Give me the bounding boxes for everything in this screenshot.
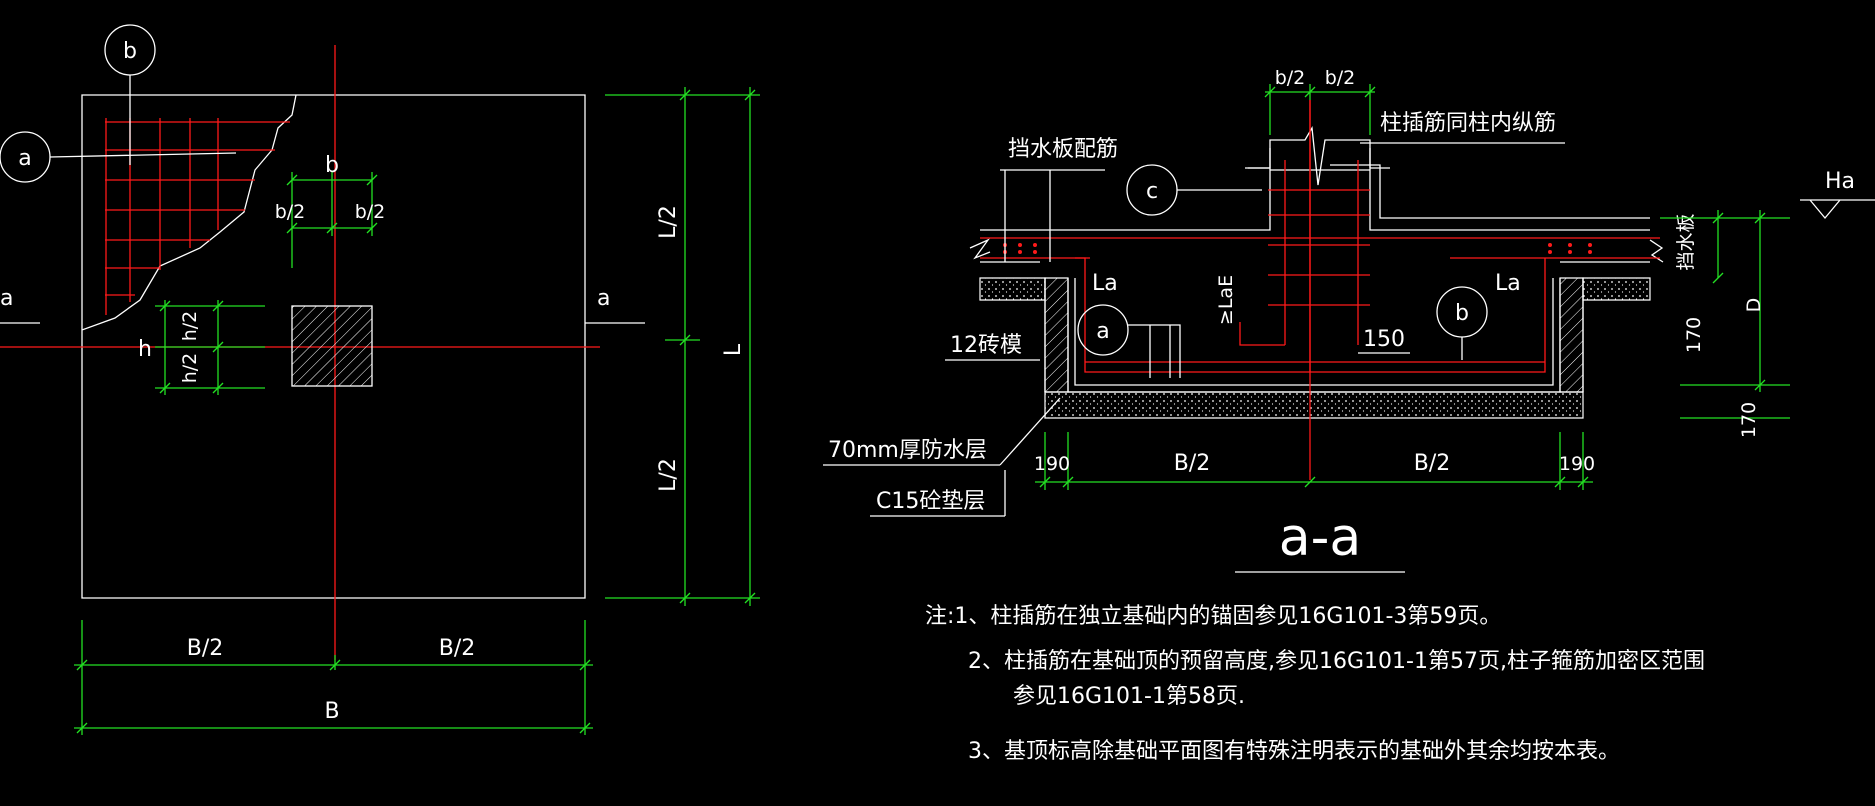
dim-190-left: 190 [1034, 453, 1070, 475]
c15-cushion [1044, 391, 1584, 419]
label-brick: 12砖模 [950, 333, 1022, 358]
column-section [291, 305, 373, 387]
dim-L: L [721, 343, 746, 356]
dim-b-half-right: b/2 [355, 201, 386, 223]
callout-a-label: a [18, 146, 31, 171]
dim-190-right: 190 [1559, 453, 1595, 475]
dim-B: B [324, 699, 339, 724]
sec-callout-b-label: b [1455, 301, 1469, 326]
dim-B-group [74, 620, 593, 735]
slab-strip-left [979, 277, 1046, 301]
notes: 注:1、柱插筋在独立基础内的锚固参见16G101-3第59页。 2、柱插筋在基础… [925, 604, 1705, 764]
label-La-left: La [1092, 271, 1118, 296]
dim-b-half-left: b/2 [275, 201, 306, 223]
dim-150: 150 [1363, 327, 1405, 352]
dim-L-half-bottom: L/2 [656, 458, 681, 492]
footing-outline [81, 94, 586, 599]
rebar-dots [1003, 243, 1592, 254]
dim-h: h [138, 337, 152, 362]
dim-b-group [286, 172, 378, 268]
plan-view: b a a a b b/2 b/2 [0, 24, 760, 735]
label-Ha: Ha [1825, 169, 1855, 194]
label-water-stop: 挡水板配筋 [1008, 137, 1118, 162]
dim-h-group [155, 300, 265, 395]
level-symbol [1800, 199, 1875, 220]
label-c15: C15砼垫层 [876, 489, 985, 514]
label-column-dowels: 柱插筋同柱内纵筋 [1380, 111, 1556, 136]
section-view: b/2 b/2 柱插筋同柱内纵筋 挡水板配筋 c Ha 挡水板 D 170 17… [823, 67, 1875, 573]
sec-top-b-half-right: b/2 [1325, 67, 1356, 89]
label-waterproof: 70mm厚防水层 [828, 438, 987, 463]
dim-L-group [605, 87, 760, 606]
dim-L-half-top: L/2 [656, 205, 681, 239]
section-right-dims [1660, 210, 1790, 419]
section-title: a-a [1279, 508, 1362, 568]
section-mark-left: a [0, 286, 13, 311]
section-top-dims [1264, 84, 1376, 135]
note-2: 2、柱插筋在基础顶的预留高度,参见16G101-1第57页,柱子箍筋加密区范围 [968, 649, 1705, 674]
brick-mould-right [1559, 277, 1584, 393]
sec-dim-B-half-right: B/2 [1414, 451, 1451, 476]
sec-dim-B-half-left: B/2 [1174, 451, 1211, 476]
label-LaE: ≥LaE [1215, 275, 1237, 325]
callout-b-label: b [123, 39, 137, 64]
dim-b: b [325, 153, 339, 178]
slab-strip-right [1582, 277, 1651, 301]
dim-h-half-top: h/2 [179, 311, 201, 342]
dim-170-a: 170 [1683, 317, 1705, 353]
section-mark-right: a [597, 286, 610, 311]
dim-B-half-right: B/2 [439, 636, 476, 661]
note-3: 3、基顶标高除基础平面图有特殊注明表示的基础外其余均按本表。 [968, 739, 1620, 764]
label-La-right: La [1495, 271, 1521, 296]
section-bottom-dims [1035, 432, 1593, 490]
dim-D: D [1743, 298, 1765, 313]
sec-callout-a-label: a [1096, 319, 1109, 344]
label-stop-plate: 挡水板 [1675, 213, 1697, 270]
rebar-grid [105, 118, 290, 315]
base-outline [980, 169, 1650, 231]
note-2-cont: 参见16G101-1第58页. [1013, 684, 1245, 709]
dim-B-half-left: B/2 [187, 636, 224, 661]
column-shaft [1248, 148, 1390, 170]
dim-170-b: 170 [1738, 402, 1760, 438]
dim-h-half-bottom: h/2 [179, 353, 201, 384]
sec-top-b-half-left: b/2 [1275, 67, 1306, 89]
callout-c-label: c [1146, 179, 1158, 204]
sec-callout-a-circle [1077, 304, 1129, 356]
brick-mould-left [1044, 277, 1069, 393]
note-1: 注:1、柱插筋在独立基础内的锚固参见16G101-3第59页。 [925, 604, 1501, 629]
